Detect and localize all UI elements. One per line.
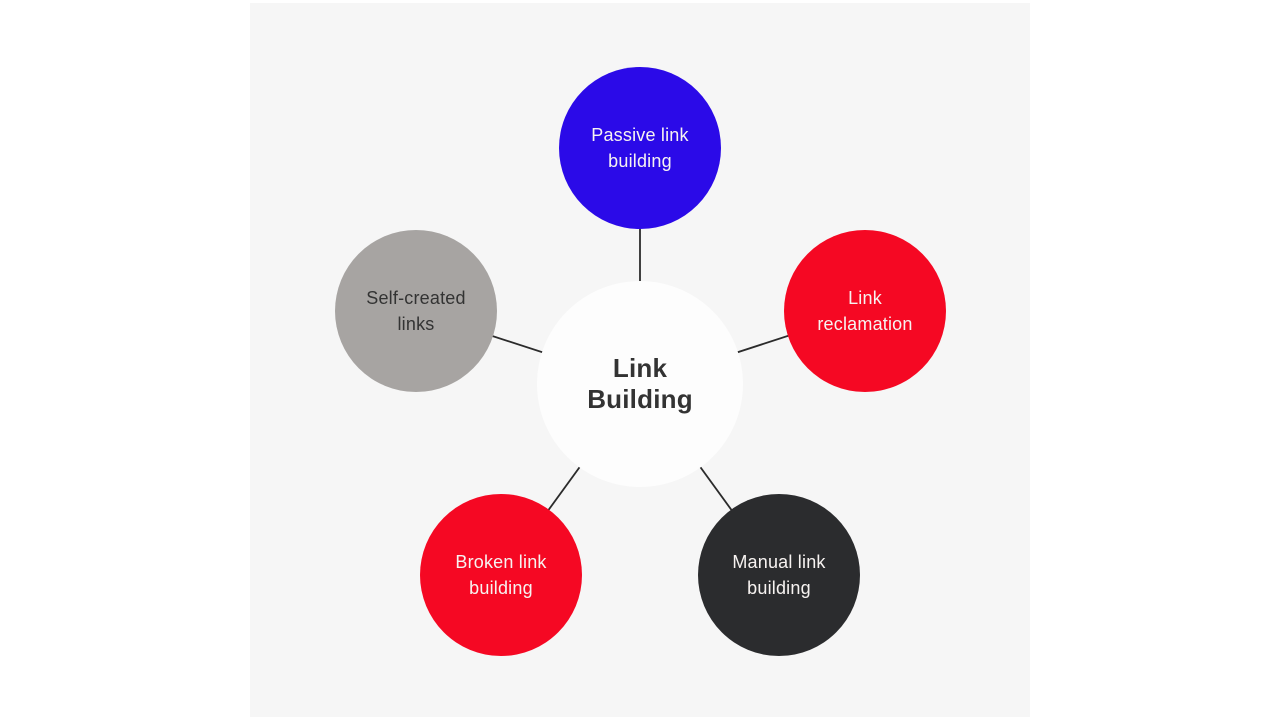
hub-label: Link Building: [587, 353, 693, 414]
node-label: Link reclamation: [817, 288, 913, 334]
node-label: Self-created links: [366, 288, 466, 334]
node-link-building-hub: Link Building: [537, 281, 743, 487]
node-label: Broken link building: [455, 552, 547, 598]
node-manual-link-building: Manual link building: [698, 494, 860, 656]
node-label: Manual link building: [732, 552, 826, 598]
diagram-canvas: Passive link building Link reclamation M…: [250, 3, 1030, 717]
node-broken-link-building: Broken link building: [420, 494, 582, 656]
node-self-created-links: Self-created links: [335, 230, 497, 392]
node-link-reclamation: Link reclamation: [784, 230, 946, 392]
node-label: Passive link building: [591, 125, 689, 171]
node-passive-link-building: Passive link building: [559, 67, 721, 229]
